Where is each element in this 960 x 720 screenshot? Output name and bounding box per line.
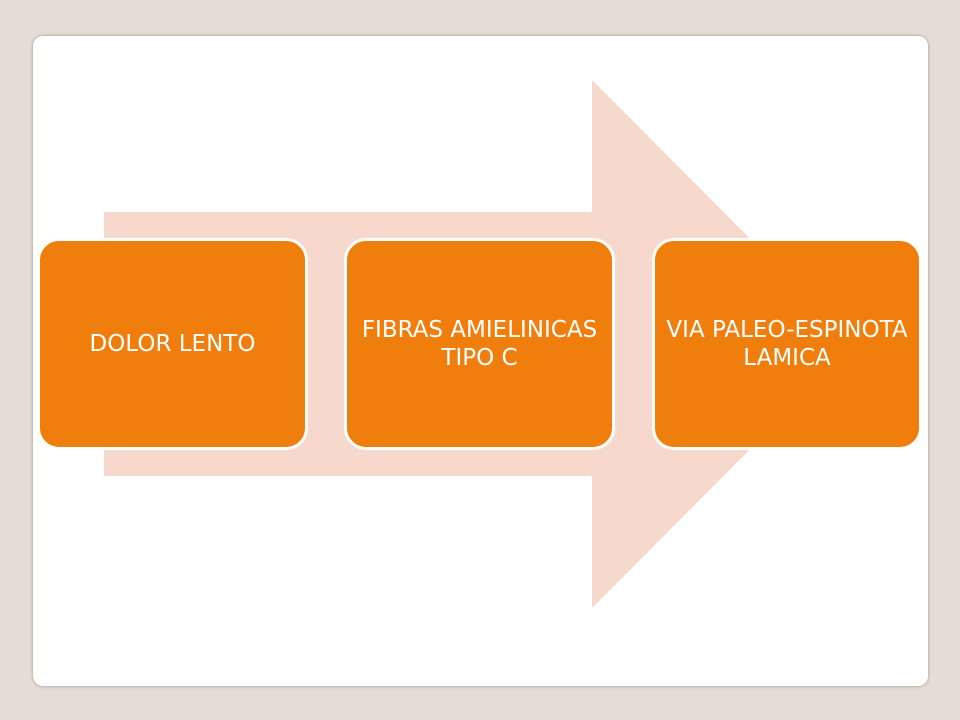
step-label: VIA PALEO-ESPINOTALAMICA [666,317,908,371]
step-box-via-paleoespinotalamica: VIA PALEO-ESPINOTALAMICA [652,238,922,450]
step-label: DOLOR LENTO [89,331,256,357]
step-label: FIBRAS AMIELINICAS TIPO C [361,317,598,371]
step-box-dolor-lento: DOLOR LENTO [37,238,308,450]
step-box-fibras-amielinicas: FIBRAS AMIELINICAS TIPO C [344,238,615,450]
